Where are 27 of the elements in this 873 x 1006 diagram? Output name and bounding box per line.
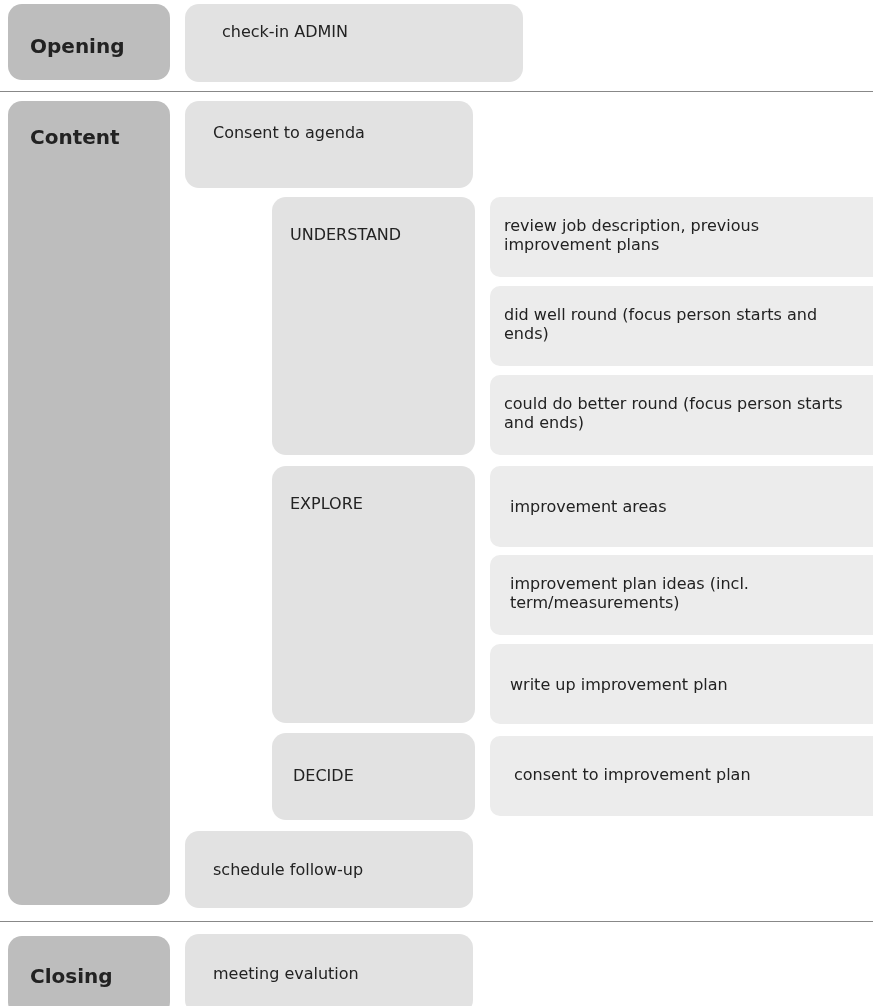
step-label: write up improvement plan <box>510 675 729 694</box>
section-title: Closing <box>30 964 114 988</box>
step-box <box>185 831 473 908</box>
step-label: consent to improvement plan <box>514 765 752 784</box>
step-label: review job description, previous improvement plans <box>504 216 760 254</box>
step-box <box>272 197 475 455</box>
step-label: could do better round (focus person starts and ends) <box>504 394 844 432</box>
section-title: Content <box>30 125 121 149</box>
step-label: schedule follow-up <box>213 860 365 879</box>
section-title: Opening <box>30 34 126 58</box>
section-band <box>8 101 170 905</box>
step-label: check-in ADMIN <box>222 22 350 41</box>
step-label: UNDERSTAND <box>290 225 403 244</box>
step-box <box>185 4 523 82</box>
section-band <box>8 4 170 80</box>
step-label: did well round (focus person starts and ends) <box>504 305 819 343</box>
step-label: Consent to agenda <box>213 123 366 142</box>
step-label: improvement areas <box>510 497 668 516</box>
step-box <box>185 934 473 1006</box>
step-box <box>185 101 473 188</box>
step-label: EXPLORE <box>290 494 364 513</box>
step-label: DECIDE <box>293 766 355 785</box>
step-box <box>272 466 475 723</box>
step-label: meeting evalution <box>213 964 360 983</box>
step-box <box>272 733 475 820</box>
step-label: improvement plan ideas (incl. term/measurements) <box>510 574 750 612</box>
section-band <box>8 936 170 1006</box>
